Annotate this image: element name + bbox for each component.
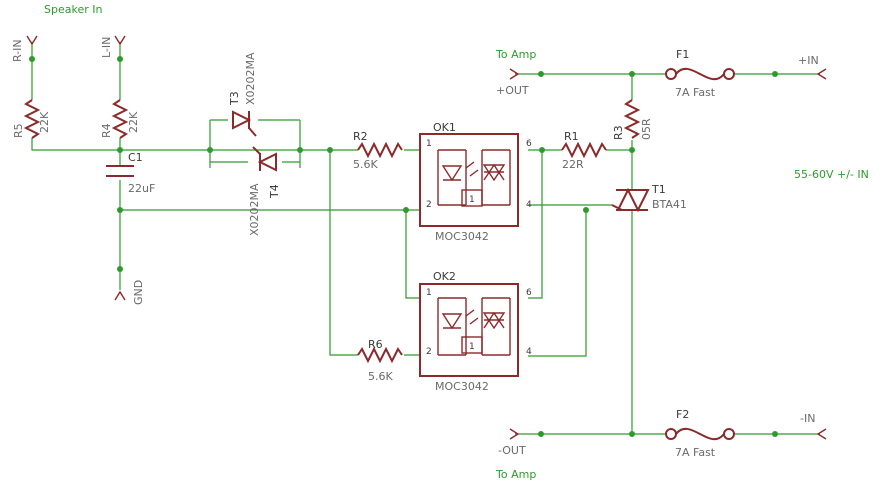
ok1-pin-2: 2: [426, 200, 432, 210]
c1-value: 22uF: [128, 182, 155, 195]
thyristor-t4: [252, 146, 277, 172]
f2-name: F2: [676, 408, 689, 421]
gnd-label: GND: [132, 280, 145, 305]
plus-in-label: +IN: [798, 54, 819, 67]
resistor-r1: [561, 141, 607, 159]
speaker-in-label: Speaker In: [44, 3, 102, 16]
junctions: [29, 56, 778, 437]
r2-value: 5.6K: [353, 158, 378, 171]
resistor-r6: [357, 346, 403, 364]
fuse-f1: [665, 67, 735, 81]
r4-name: R4: [100, 123, 113, 138]
ok2-pin-2: 2: [426, 347, 432, 357]
t1-value: BTA41: [652, 198, 687, 211]
ok1-pin-1: 1: [426, 139, 432, 149]
t4-value: X0202MA: [248, 183, 261, 236]
r1-value: 22R: [562, 158, 584, 171]
r5-name: R5: [12, 123, 25, 138]
r4-value: 22K: [127, 111, 140, 133]
t1-name: T1: [651, 183, 666, 196]
fuse-f2: [665, 427, 735, 441]
ok2-value: MOC3042: [435, 380, 489, 393]
ok1-name: OK1: [433, 121, 456, 134]
r5-value: 22K: [38, 111, 51, 133]
resistor-r2: [357, 141, 403, 159]
r3-name: R3: [612, 125, 625, 140]
ok2-zero-cross-marker: 1: [469, 342, 475, 352]
ok2-pin-1: 1: [426, 288, 432, 298]
f1-name: F1: [676, 48, 689, 61]
r-in-label: R-IN: [11, 39, 24, 62]
triac-t1: [611, 187, 650, 213]
minus-out-label: -OUT: [498, 444, 526, 457]
optocoupler-ok1: [419, 133, 519, 227]
c1-name: C1: [128, 151, 143, 164]
resistor-r5: [23, 99, 41, 139]
t3-value: X0202MA: [244, 52, 257, 105]
l-in-label: L-IN: [100, 37, 113, 58]
supply-voltage-label: 55-60V +/- IN: [794, 168, 869, 181]
to-amp-bottom-label: To Amp: [495, 468, 536, 481]
ok1-pin-4: 4: [526, 200, 532, 210]
t4-name: T4: [268, 184, 281, 199]
resistor-r3: [623, 99, 641, 139]
connector-arrows: [26, 35, 827, 440]
plus-out-label: +OUT: [496, 84, 529, 97]
f1-value: 7A Fast: [675, 86, 716, 99]
to-amp-top-label: To Amp: [495, 48, 536, 61]
r6-value: 5.6K: [368, 370, 393, 383]
ok1-value: MOC3042: [435, 230, 489, 243]
ok2-pin-4: 4: [526, 347, 532, 357]
capacitor-c1: [106, 165, 134, 177]
r6-name: R6: [368, 338, 383, 351]
minus-in-label: -IN: [800, 412, 815, 425]
r1-name: R1: [564, 130, 579, 143]
ok2-pin-6: 6: [526, 288, 532, 298]
t3-name: T3: [228, 91, 241, 106]
resistor-r4: [111, 99, 129, 139]
r3-value: 05R: [640, 118, 653, 140]
thyristor-t3: [232, 110, 257, 137]
optocoupler-ok2: [419, 283, 519, 377]
f2-value: 7A Fast: [675, 446, 716, 459]
ok1-zero-cross-marker: 1: [469, 195, 475, 205]
r2-name: R2: [353, 130, 368, 143]
ok2-name: OK2: [433, 270, 456, 283]
ok1-pin-6: 6: [526, 139, 532, 149]
